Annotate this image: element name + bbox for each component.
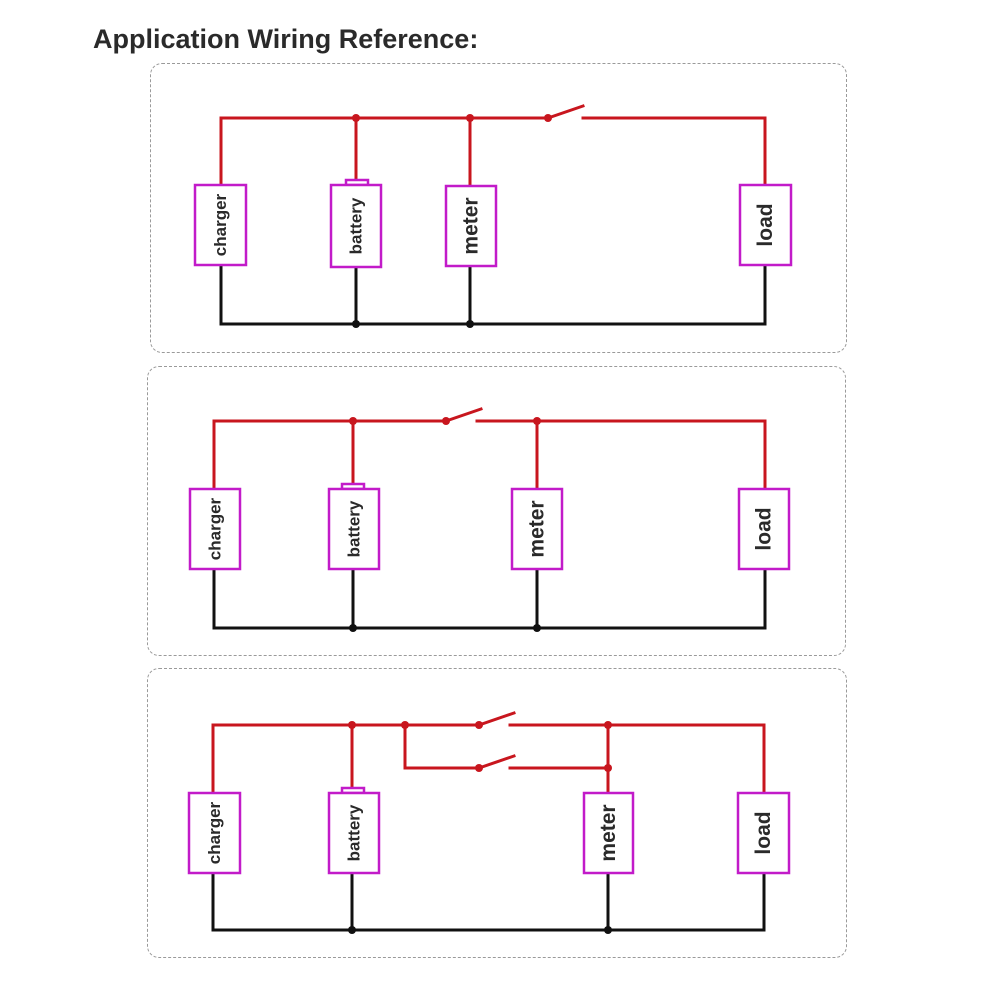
wiring-panel-1 bbox=[150, 63, 847, 353]
junction-dot bbox=[604, 721, 612, 729]
junction-dot bbox=[401, 721, 409, 729]
junction-dot bbox=[352, 114, 360, 122]
load-label: load bbox=[752, 811, 775, 854]
junction-dot bbox=[533, 624, 541, 632]
junction-dot bbox=[604, 926, 612, 934]
load-component: load bbox=[736, 791, 791, 875]
negative-wire bbox=[212, 567, 767, 630]
meter-component: meter bbox=[582, 791, 635, 875]
switch-pivot bbox=[475, 764, 483, 772]
battery-label: battery bbox=[345, 500, 364, 557]
junction-dot bbox=[466, 114, 474, 122]
positive-wire bbox=[219, 104, 767, 188]
meter-label: meter bbox=[597, 804, 620, 861]
meter-label: meter bbox=[526, 500, 549, 557]
charger-label: charger bbox=[206, 497, 225, 560]
load-label: load bbox=[753, 507, 776, 550]
battery-component: battery bbox=[329, 178, 383, 269]
page-title: Application Wiring Reference: bbox=[93, 24, 479, 54]
charger-component: charger bbox=[188, 487, 242, 571]
positive-wire bbox=[211, 711, 766, 795]
junction-dot bbox=[348, 926, 356, 934]
junction-dot bbox=[349, 624, 357, 632]
charger-component: charger bbox=[187, 791, 242, 875]
charger-label: charger bbox=[205, 801, 224, 864]
load-component: load bbox=[737, 487, 791, 571]
junction-dot bbox=[533, 417, 541, 425]
charger-component: charger bbox=[193, 183, 248, 267]
switch-pivot bbox=[475, 721, 483, 729]
battery-label: battery bbox=[347, 197, 366, 254]
meter-component: meter bbox=[444, 184, 498, 268]
switch-pivot bbox=[544, 114, 552, 122]
battery-component: battery bbox=[327, 786, 381, 875]
diagram-1: charger battery meter load bbox=[193, 104, 793, 328]
wiring-panel-3 bbox=[147, 668, 847, 958]
junction-dot bbox=[349, 417, 357, 425]
positive-wire bbox=[212, 407, 767, 491]
diagram-2: charger battery meter load bbox=[188, 407, 791, 632]
junction-dot bbox=[348, 721, 356, 729]
switch-pivot bbox=[442, 417, 450, 425]
meter-label: meter bbox=[460, 197, 483, 254]
battery-label: battery bbox=[345, 804, 364, 861]
negative-wire bbox=[219, 263, 767, 326]
junction-dot bbox=[604, 764, 612, 772]
battery-component: battery bbox=[327, 482, 381, 571]
load-label: load bbox=[754, 203, 777, 246]
load-component: load bbox=[738, 183, 793, 267]
junction-dot bbox=[466, 320, 474, 328]
charger-label: charger bbox=[211, 193, 230, 256]
diagram-3: charger battery meter load bbox=[187, 711, 791, 934]
meter-component: meter bbox=[510, 487, 564, 571]
junction-dot bbox=[352, 320, 360, 328]
wiring-panel-2 bbox=[147, 366, 846, 656]
negative-wire bbox=[211, 871, 766, 932]
